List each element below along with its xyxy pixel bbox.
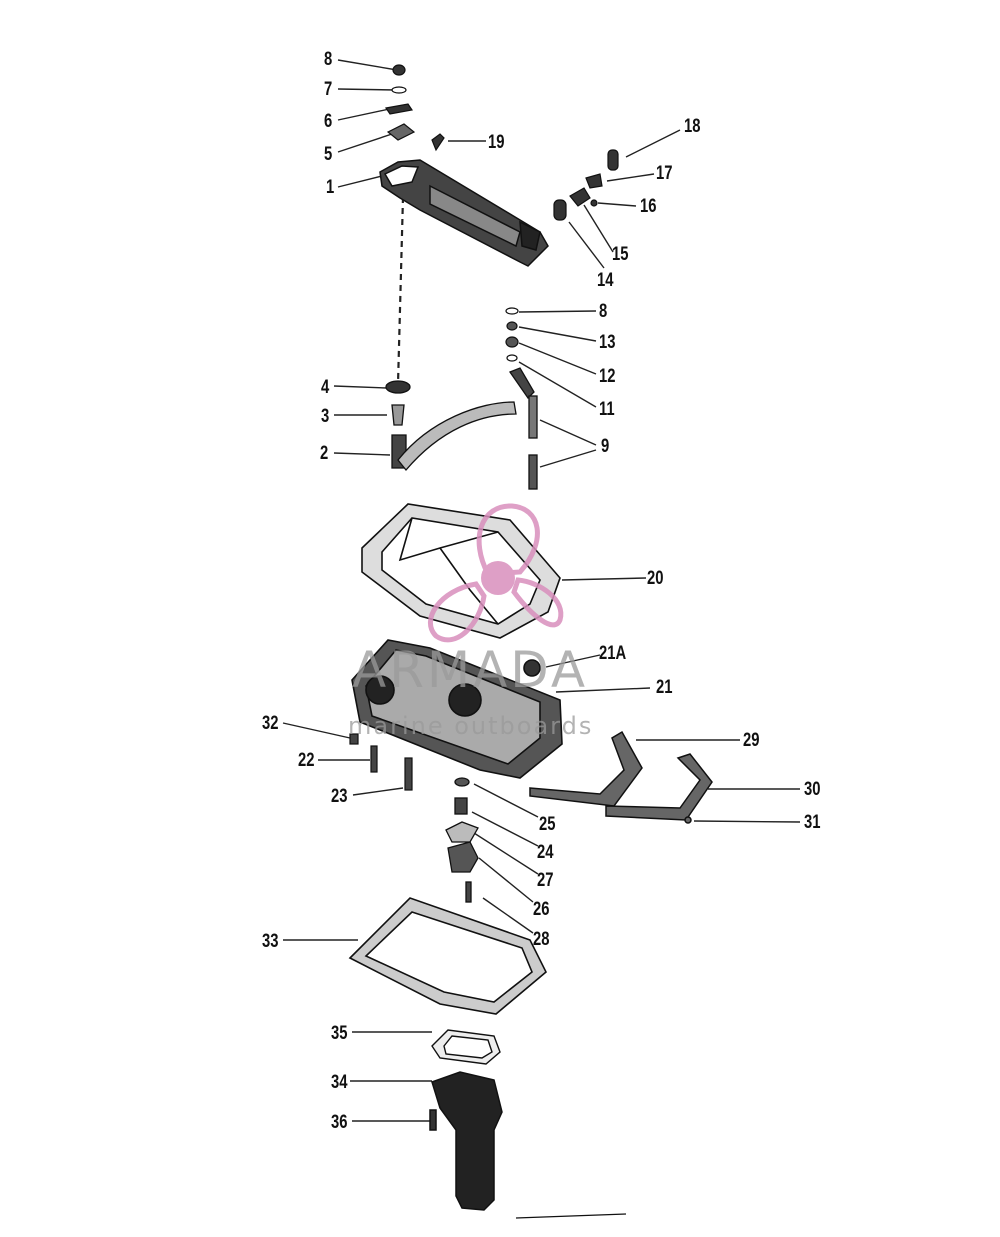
callout-label: 11 [599,399,615,420]
callout-label: 24 [537,842,554,863]
callout-label: 28 [533,929,550,950]
callout-label: 34 [331,1072,348,1093]
gasket-part [361,503,561,639]
callout-label: 3 [321,406,330,427]
callout-label: 27 [537,870,554,891]
callout-label: 1 [326,177,335,198]
callout-label: 33 [262,931,279,952]
callout-label: 15 [612,244,629,265]
callout-label: 9 [601,436,610,457]
watermark-tagline: marine outboards [348,712,594,740]
callout-label: 21 [656,677,673,698]
steering-arm-part [379,159,549,267]
callout-label: 5 [324,144,333,165]
callout-label: 4 [321,377,330,398]
callout-label: 36 [331,1112,348,1133]
watermark-propeller-logo [428,503,564,643]
callout-label: 6 [324,111,333,132]
callout-label: 31 [804,812,821,833]
large-gasket-part [348,897,547,1015]
adapter-plate-part [351,639,563,779]
callout-label: 8 [599,301,608,322]
callout-label: 16 [640,196,657,217]
callout-label: 35 [331,1023,348,1044]
callout-label: 21A [599,643,627,664]
callout-label: 8 [324,49,333,70]
callout-label: 29 [743,730,760,751]
callout-label: 23 [331,786,348,807]
callout-label: 2 [320,443,329,464]
callout-label: 30 [804,779,821,800]
callout-label: 20 [647,568,664,589]
callout-label: 32 [262,713,279,734]
callout-label: 26 [533,899,550,920]
callout-label: 12 [599,366,616,387]
callout-label: 7 [324,79,333,100]
leader-lines [282,59,801,1122]
callout-label: 17 [656,163,673,184]
housing-part [429,1071,503,1211]
callout-label: 19 [488,132,505,153]
watermark-brand-name: ARMADA [352,641,589,699]
callout-label: 13 [599,332,616,353]
callout-label: 22 [298,750,315,771]
callout-label: 14 [597,270,614,291]
callout-label: 25 [539,814,556,835]
callout-label: 18 [684,116,701,137]
